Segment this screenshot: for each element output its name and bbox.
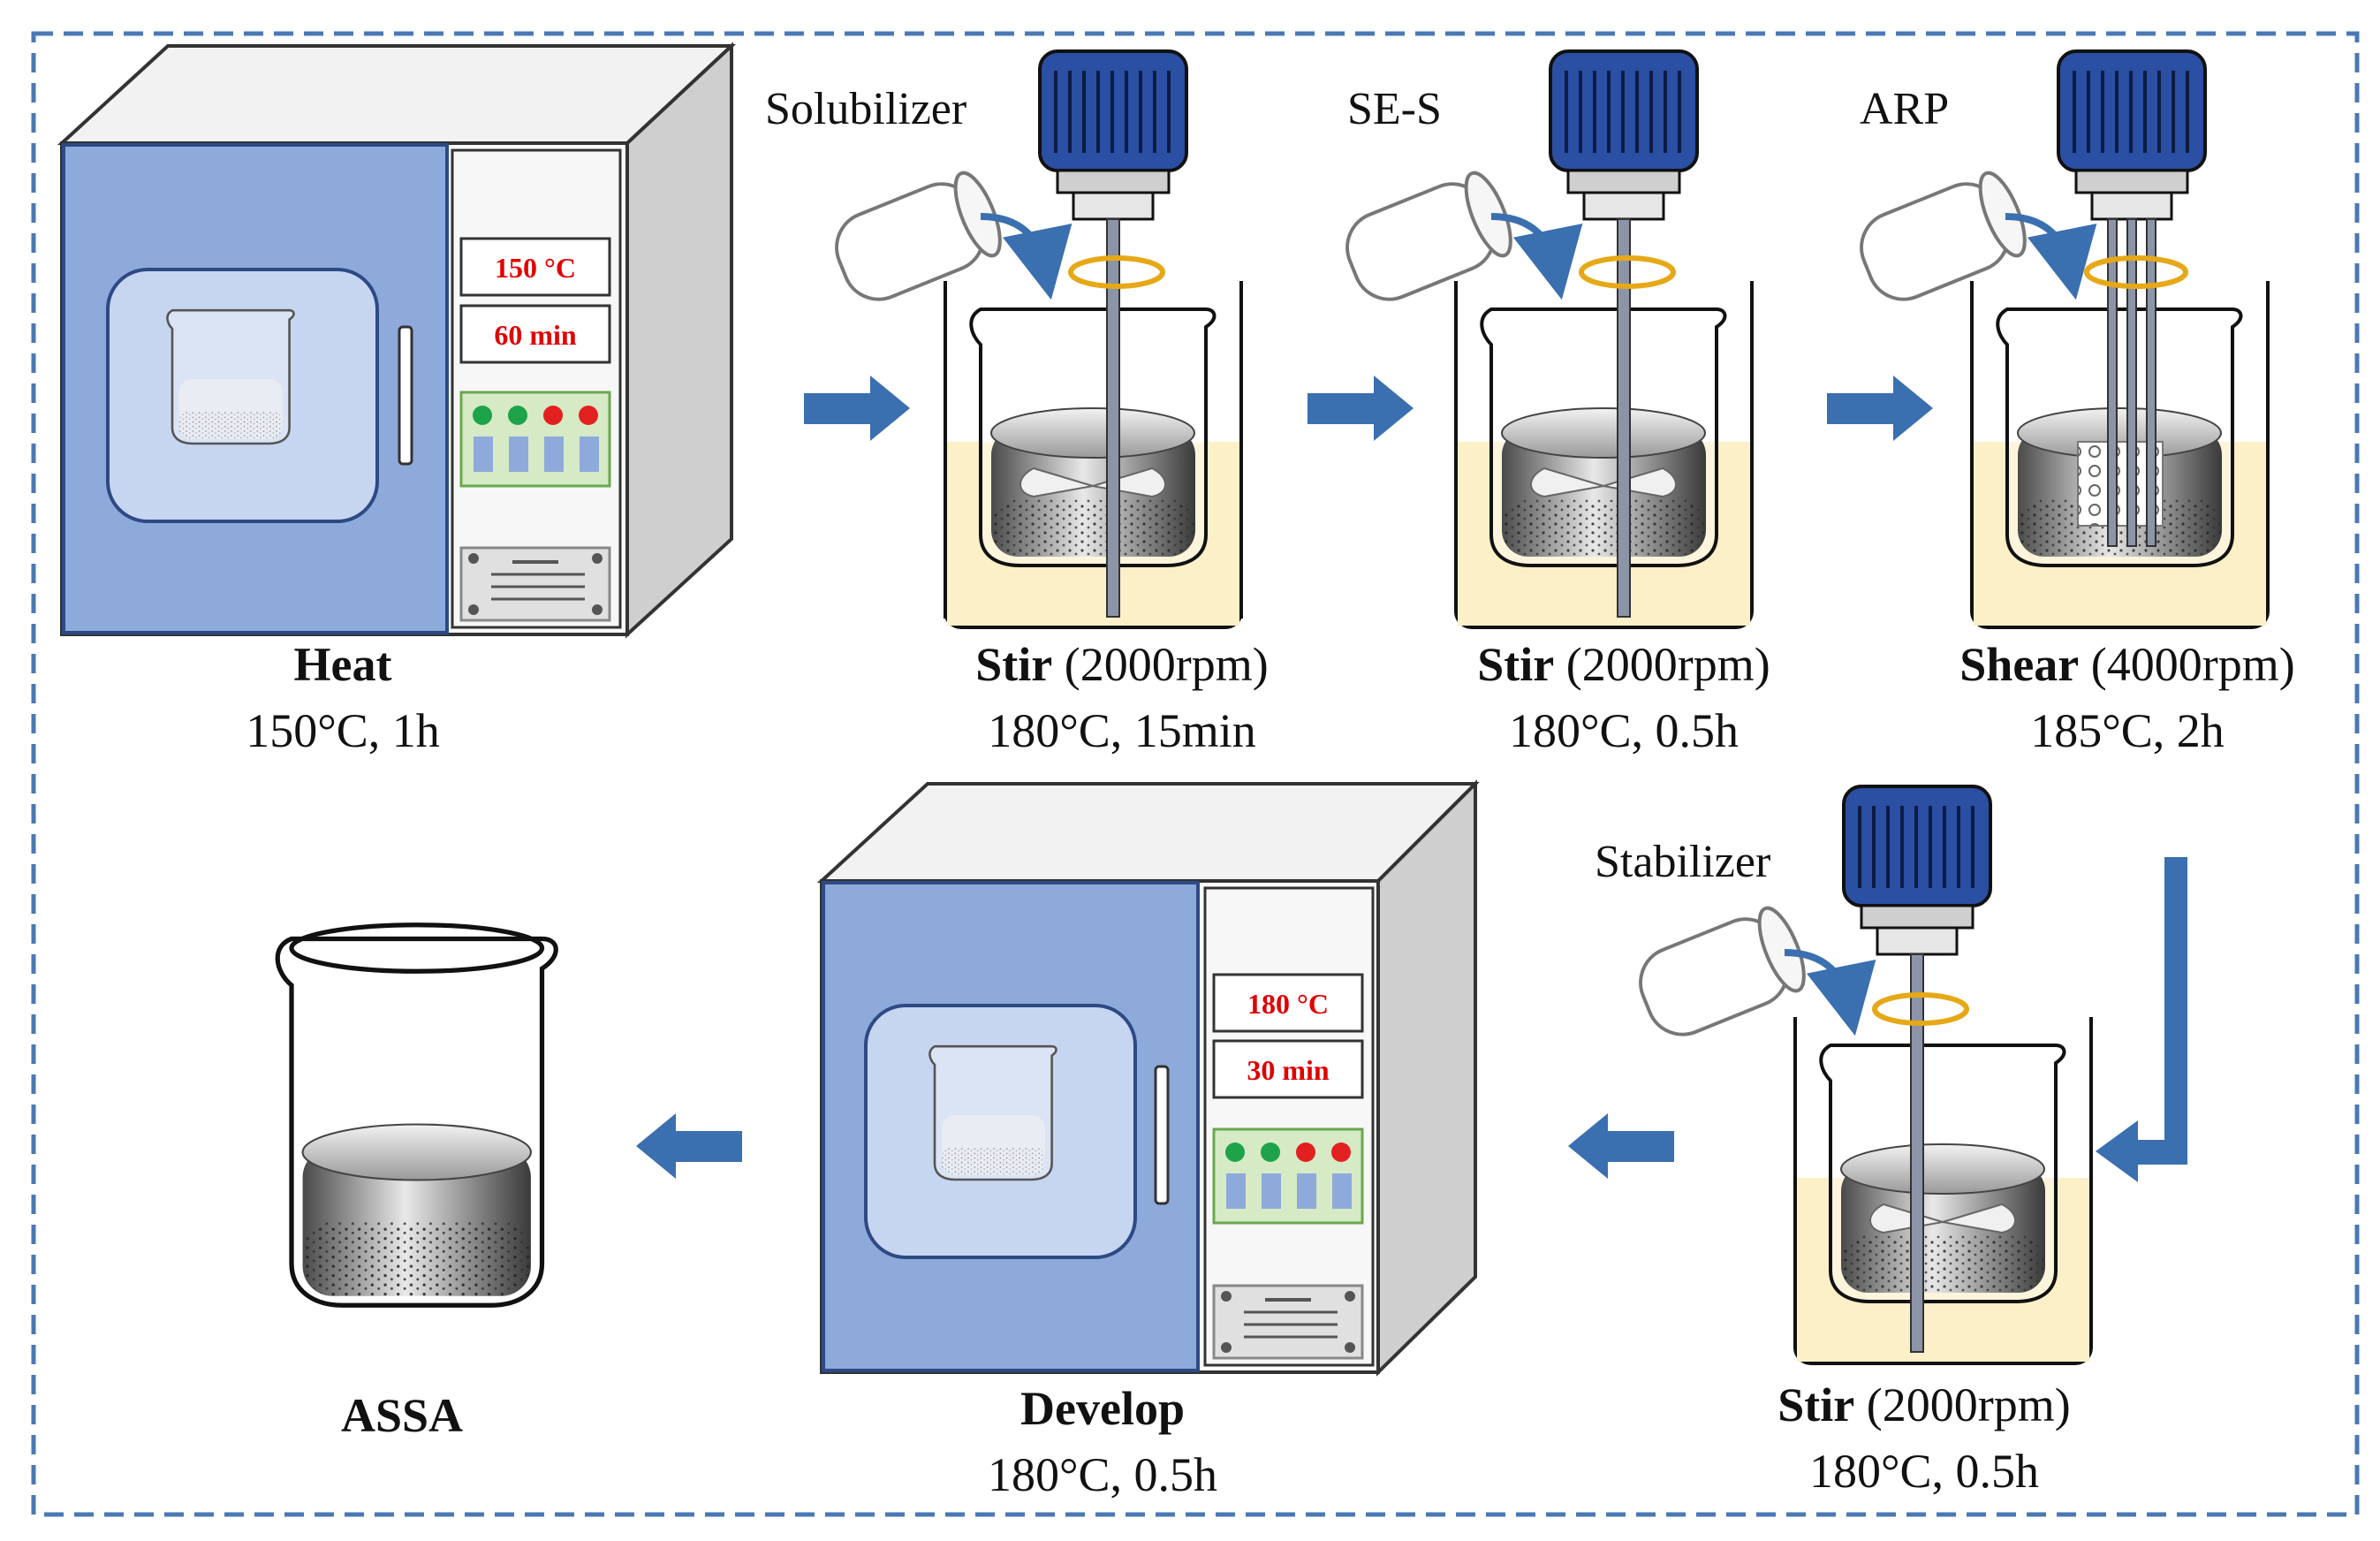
oven1-vent: [459, 546, 611, 622]
pour-stabilizer: [1639, 906, 1876, 1036]
arrow-6: [636, 1113, 742, 1179]
vessel-stir3: [1793, 1001, 2093, 1365]
additive-arp: ARP: [1860, 84, 1949, 134]
oven1-time-display: [459, 304, 611, 364]
arrow-2: [1307, 376, 1414, 441]
final-beaker: [275, 922, 558, 1308]
step-shear-label: Shear (4000rpm): [1959, 638, 2294, 691]
oven2-vent: [1212, 1284, 1364, 1360]
motor-stir1: [1038, 49, 1188, 618]
arrow-3: [1827, 376, 1933, 441]
step-stir1-label: Stir (2000rpm): [975, 638, 1268, 691]
step-stir3-condition: 180°C, 0.5h: [1809, 1445, 2039, 1498]
motor-stir2: [1549, 49, 1699, 618]
oven-develop: 180 °C 30 min: [816, 779, 1480, 1377]
labels: Solubilizer SE-S ARP Stabilizer Heat 150…: [246, 84, 2295, 1501]
additive-se-s: SE-S: [1347, 84, 1442, 134]
motor-shear: [2057, 49, 2207, 547]
vessel-stir2: [1454, 265, 1754, 629]
motor-stir3: [1842, 785, 1992, 1353]
oven1-temp-text: 150 °C: [495, 252, 576, 284]
flow-arrows: [636, 376, 2187, 1182]
oven1-time-text: 60 min: [494, 319, 577, 351]
oven1-temp-display: [459, 237, 611, 297]
additive-solubilizer: Solubilizer: [765, 84, 966, 134]
step-stir1-condition: 180°C, 15min: [988, 704, 1256, 757]
arrow-5: [1568, 1113, 1674, 1179]
pour-se-s: [1345, 171, 1583, 301]
additive-stabilizer: Stabilizer: [1595, 837, 1770, 887]
step-stir2-label: Stir (2000rpm): [1477, 638, 1770, 691]
step-heat-condition: 150°C, 1h: [246, 704, 440, 757]
oven2-temp-display: [1212, 973, 1364, 1033]
step-develop-condition: 180°C, 0.5h: [988, 1448, 1217, 1501]
step-stir2-condition: 180°C, 0.5h: [1509, 704, 1739, 757]
oven2-temp-text: 180 °C: [1247, 988, 1329, 1020]
step-develop-label: Develop: [1020, 1382, 1185, 1435]
oven2-time-display: [1212, 1039, 1364, 1099]
step-stir3-label: Stir (2000rpm): [1777, 1378, 2070, 1431]
step-heat-label: Heat: [294, 638, 392, 691]
arrow-turn: [2096, 857, 2187, 1182]
pour-solubilizer: [835, 171, 1073, 301]
oven2-time-text: 30 min: [1247, 1054, 1330, 1086]
oven-heat: 150 °C 60 min: [57, 42, 737, 639]
vessel-shear: [1970, 265, 2270, 629]
arrow-1: [804, 376, 910, 441]
step-final-label: ASSA: [341, 1389, 463, 1442]
dashed-frame: [31, 31, 2360, 1517]
pour-arp: [1860, 171, 2097, 301]
step-shear-condition: 185°C, 2h: [2030, 704, 2225, 757]
